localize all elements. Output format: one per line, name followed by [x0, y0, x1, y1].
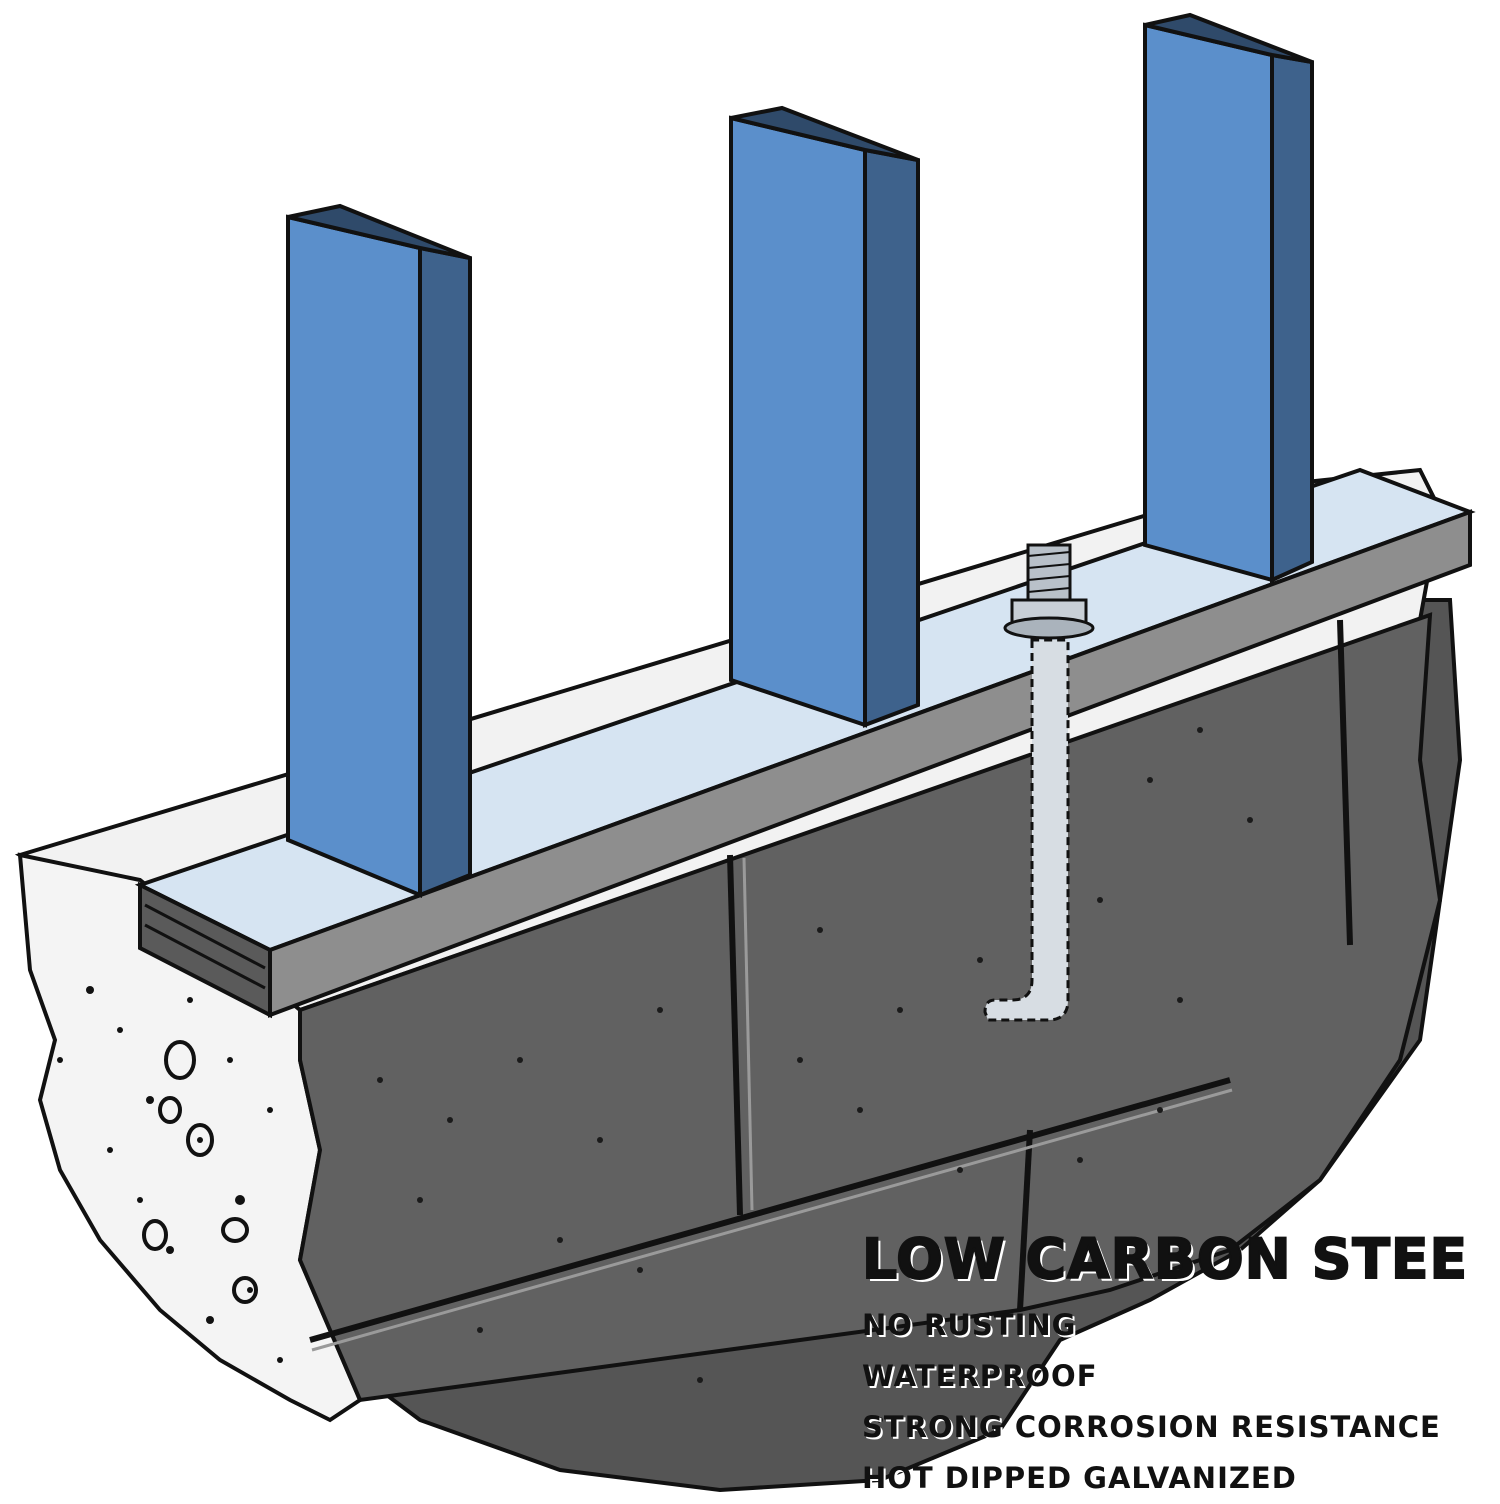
stud-left: [286, 203, 472, 898]
anchor-bolt-icon: [983, 543, 1095, 1022]
mortar-joints: [309, 619, 1353, 1343]
feature-item: STRONG CORROSION RESISTANCE: [862, 1410, 1441, 1444]
stud-middle: [729, 105, 920, 728]
aggregate-speckles: [57, 986, 283, 1363]
sill-end-grain: [144, 903, 266, 990]
aggregate-stones: [142, 1040, 258, 1304]
feature-caption: LOW CARBON STEE NO RUSTING WATERPROOF ST…: [861, 1227, 1492, 1504]
feature-item: WATERPROOF: [862, 1359, 1098, 1393]
block-front-face: [297, 612, 1443, 1403]
feature-item: NO RUSTING: [862, 1308, 1077, 1342]
block-speckles: [377, 727, 1253, 1423]
sill-plate-end: [138, 881, 272, 1019]
stud-right: [1143, 12, 1314, 584]
feature-list: NO RUSTING WATERPROOF STRONG CORROSION R…: [862, 1300, 1492, 1504]
headline-material: LOW CARBON STEE: [861, 1227, 1469, 1291]
feature-item: HOT DIPPED GALVANIZED: [862, 1461, 1297, 1495]
mortar-joints-light: [311, 857, 1233, 1352]
